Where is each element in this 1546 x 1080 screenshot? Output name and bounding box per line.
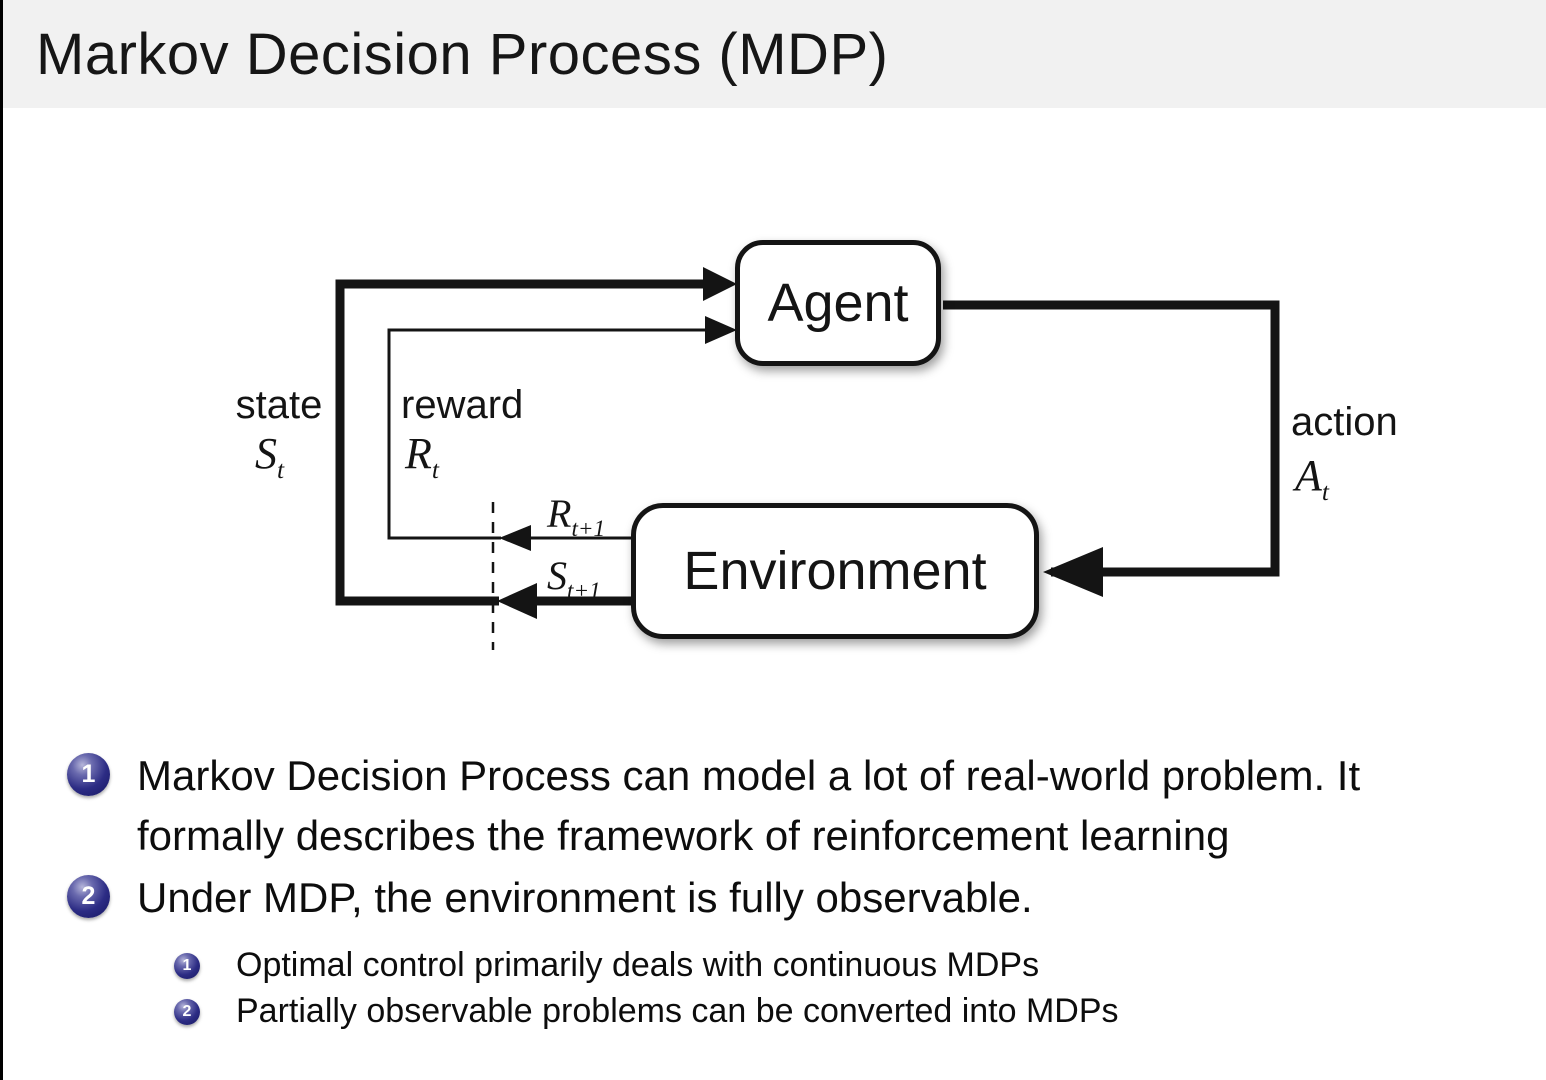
action-symbol: At [1295,451,1329,506]
state-arrowhead-agent [703,267,737,301]
page-title: Markov Decision Process (MDP) [36,21,889,87]
agent-box: Agent [735,240,941,366]
next-reward-symbol: Rt+1 [547,491,606,542]
state-label: state [235,383,323,427]
state-symbol: St [255,429,285,484]
reward-label: reward [401,383,524,427]
reward-symbol: Rt [405,429,439,484]
sub-bullet-item-1-text: Optimal control primarily deals with con… [236,946,1040,984]
reward-arrowhead-boundary [499,525,531,551]
mdp-diagram: Agent Environment state St reward Rt Rt+… [3,0,1546,1080]
reward-loop-line [387,328,707,540]
reward-arrowhead-agent [705,316,737,344]
environment-label: Environment [683,541,987,601]
sub-bullet-ball-1: 1 [174,953,200,979]
bullet-item-1-text: Markov Decision Process can model a lot … [137,746,1522,866]
frame-title-bar: Markov Decision Process (MDP) [3,0,1546,108]
bullet-item-2-text: Under MDP, the environment is fully obse… [137,868,1522,928]
bullet-item-1-line-1: Markov Decision Process can model a lot … [137,752,1361,799]
bullet-ball-2: 2 [67,875,110,918]
state-loop-line [335,279,705,606]
bullet-item-2-line-1: Under MDP, the environment is fully obse… [137,874,1033,921]
action-arrowhead-environment [1043,547,1103,597]
action-loop-line [943,300,1280,577]
action-label: action [1291,400,1398,444]
diagram-lines-svg [335,267,1280,650]
sub-bullet-item-2-text: Partially observable problems can be con… [236,992,1119,1030]
state-arrowhead-boundary [497,583,537,619]
next-state-symbol: St+1 [547,553,601,604]
bullet-ball-1: 1 [67,753,110,796]
environment-box: Environment [631,503,1039,639]
agent-label: Agent [767,273,909,333]
bullet-item-1-line-2: formally describes the framework of rein… [137,812,1230,859]
sub-bullet-ball-2: 2 [174,999,200,1025]
